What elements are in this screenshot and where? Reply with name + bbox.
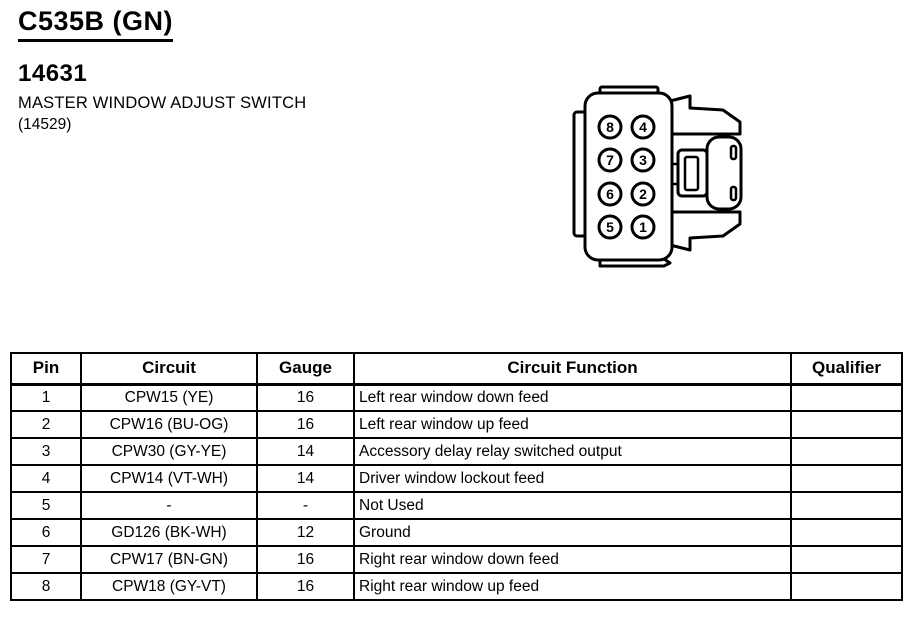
cell-pin: 1 bbox=[10, 383, 82, 412]
cell-circuit-function: Accessory delay relay switched output bbox=[353, 437, 792, 466]
latch-notch-bottom bbox=[729, 185, 738, 202]
column-header-gauge: Gauge bbox=[256, 352, 355, 386]
pin-number: 8 bbox=[606, 119, 614, 135]
pin-number: 6 bbox=[606, 186, 614, 202]
base-part-number: (14529) bbox=[18, 116, 72, 133]
component-name: MASTER WINDOW ADJUST SWITCH bbox=[18, 94, 307, 112]
table-row: 4 CPW14 (VT-WH) 14 Driver window lockout… bbox=[10, 464, 903, 493]
cell-qualifier bbox=[790, 464, 903, 493]
cell-circuit: CPW17 (BN-GN) bbox=[80, 545, 258, 574]
connector-body bbox=[583, 91, 674, 262]
table-header-row: Pin Circuit Gauge Circuit Function Quali… bbox=[10, 352, 903, 386]
connector-id-title: C535B (GN) bbox=[18, 6, 174, 42]
cell-pin: 4 bbox=[10, 464, 82, 493]
pinout-table: Pin Circuit Gauge Circuit Function Quali… bbox=[10, 352, 903, 601]
cell-pin: 2 bbox=[10, 410, 82, 439]
cell-pin: 5 bbox=[10, 491, 82, 520]
cell-pin: 8 bbox=[10, 572, 82, 601]
connector-face-icon: 8 4 7 3 6 2 5 1 bbox=[572, 85, 743, 268]
table-row: 2 CPW16 (BU-OG) 16 Left rear window up f… bbox=[10, 410, 903, 439]
pin-cavity bbox=[597, 147, 623, 173]
pin-cavity bbox=[597, 114, 623, 140]
cell-circuit: CPW30 (GY-YE) bbox=[80, 437, 258, 466]
cell-gauge: 14 bbox=[256, 437, 355, 466]
pin-number: 4 bbox=[639, 119, 647, 135]
pin-cavity bbox=[630, 147, 656, 173]
column-header-qualifier: Qualifier bbox=[790, 352, 903, 386]
column-header-circuit-function: Circuit Function bbox=[353, 352, 792, 386]
cell-gauge: 12 bbox=[256, 518, 355, 547]
latch-inner-bar bbox=[683, 155, 700, 192]
part-number: 14631 bbox=[18, 60, 88, 87]
cell-qualifier bbox=[790, 491, 903, 520]
cell-circuit: CPW18 (GY-VT) bbox=[80, 572, 258, 601]
cell-circuit-function: Right rear window up feed bbox=[353, 572, 792, 601]
cell-circuit-function: Right rear window down feed bbox=[353, 545, 792, 574]
cell-pin: 3 bbox=[10, 437, 82, 466]
pin-number: 2 bbox=[639, 186, 647, 202]
table-row: 7 CPW17 (BN-GN) 16 Right rear window dow… bbox=[10, 545, 903, 574]
latch-notch-top bbox=[729, 144, 738, 161]
cell-circuit-function: Not Used bbox=[353, 491, 792, 520]
column-header-circuit: Circuit bbox=[80, 352, 258, 386]
pin-cavity bbox=[630, 214, 656, 240]
cell-qualifier bbox=[790, 383, 903, 412]
pin-cavity bbox=[630, 181, 656, 207]
cell-circuit: CPW14 (VT-WH) bbox=[80, 464, 258, 493]
cell-qualifier bbox=[790, 545, 903, 574]
cell-gauge: 14 bbox=[256, 464, 355, 493]
pin-cavity bbox=[597, 214, 623, 240]
cell-gauge: - bbox=[256, 491, 355, 520]
connector-bottom-latch bbox=[668, 210, 742, 252]
cell-circuit: CPW16 (BU-OG) bbox=[80, 410, 258, 439]
pin-number: 1 bbox=[639, 219, 647, 235]
cell-qualifier bbox=[790, 518, 903, 547]
table-row: 1 CPW15 (YE) 16 Left rear window down fe… bbox=[10, 383, 903, 412]
pin-number: 5 bbox=[606, 219, 614, 235]
pin-number: 7 bbox=[606, 152, 614, 168]
cell-qualifier bbox=[790, 437, 903, 466]
pinout-table-container: Pin Circuit Gauge Circuit Function Quali… bbox=[10, 352, 903, 601]
table-row: 8 CPW18 (GY-VT) 16 Right rear window up … bbox=[10, 572, 903, 601]
cell-circuit-function: Ground bbox=[353, 518, 792, 547]
pin-cavity bbox=[630, 114, 656, 140]
cell-gauge: 16 bbox=[256, 545, 355, 574]
cell-pin: 7 bbox=[10, 545, 82, 574]
connector-top-latch bbox=[668, 94, 742, 136]
connector-diagram: 8 4 7 3 6 2 5 1 bbox=[560, 74, 752, 272]
table-row: 5 - - Not Used bbox=[10, 491, 903, 520]
cell-circuit-function: Left rear window down feed bbox=[353, 383, 792, 412]
table-row: 3 CPW30 (GY-YE) 14 Accessory delay relay… bbox=[10, 437, 903, 466]
cell-circuit-function: Left rear window up feed bbox=[353, 410, 792, 439]
cell-gauge: 16 bbox=[256, 410, 355, 439]
cell-circuit: - bbox=[80, 491, 258, 520]
table-row: 6 GD126 (BK-WH) 12 Ground bbox=[10, 518, 903, 547]
cell-qualifier bbox=[790, 410, 903, 439]
cell-circuit: GD126 (BK-WH) bbox=[80, 518, 258, 547]
cell-circuit-function: Driver window lockout feed bbox=[353, 464, 792, 493]
cell-gauge: 16 bbox=[256, 383, 355, 412]
cell-circuit: CPW15 (YE) bbox=[80, 383, 258, 412]
column-header-pin: Pin bbox=[10, 352, 82, 386]
cell-pin: 6 bbox=[10, 518, 82, 547]
cell-gauge: 16 bbox=[256, 572, 355, 601]
pin-number: 3 bbox=[639, 152, 647, 168]
cell-qualifier bbox=[790, 572, 903, 601]
pin-cavity bbox=[597, 181, 623, 207]
